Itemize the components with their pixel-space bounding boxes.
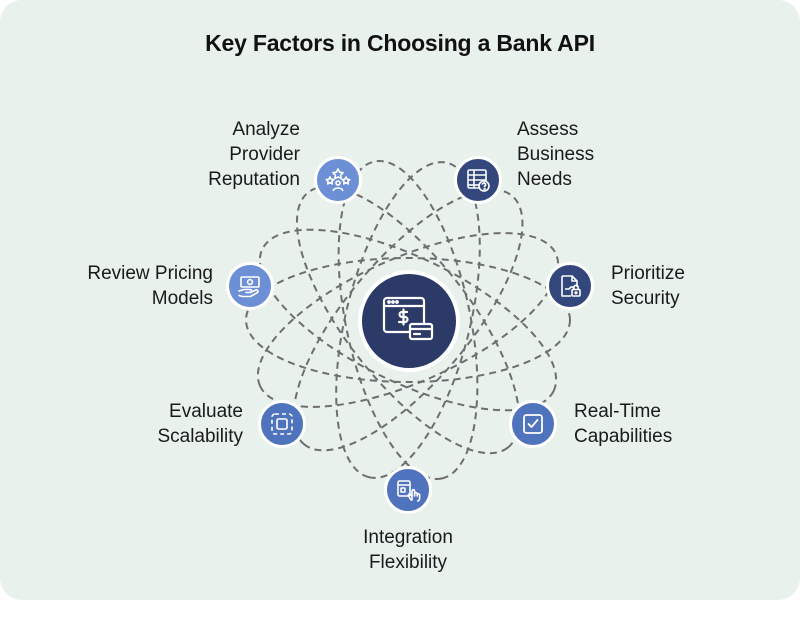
center-hub [358,270,460,372]
secure-document-lock-icon [561,275,581,297]
page-title: Key Factors in Choosing a Bank API [205,30,595,56]
label-business: Assess Business Needs [517,119,595,190]
orbit-ring [256,232,560,408]
checklist-spreadsheet-icon [467,169,490,192]
node-integration [384,466,432,514]
payment-window-card-icon [382,296,434,341]
node-business [454,156,502,204]
node-security [546,262,594,310]
label-scalability: Evaluate Scalability [157,401,243,447]
orbit-ring [337,160,479,480]
label-reputation: Analyze Provider Reputation [208,119,300,190]
node-pricing [226,262,274,310]
label-security: Prioritize Security [611,263,685,309]
orbit-rings [245,160,571,480]
orbit-ring [258,228,558,412]
label-realtime: Real-Time Capabilities [574,401,673,447]
node-reputation [314,156,362,204]
label-pricing: Review Pricing Models [87,263,213,309]
label-integration: Integration Flexibility [363,527,453,573]
star-ratings-icon [325,168,351,192]
checkbox-icon [523,414,543,434]
orbit-ring [295,185,521,455]
orbit-ring [245,257,571,383]
orbit-ring [335,161,481,479]
node-scalability [258,400,306,448]
devices-touch-icon [397,480,421,502]
node-realtime [509,400,557,448]
cash-in-hand-icon [238,276,260,298]
orbit-ring [292,188,524,452]
expand-frame-icon [271,413,293,435]
